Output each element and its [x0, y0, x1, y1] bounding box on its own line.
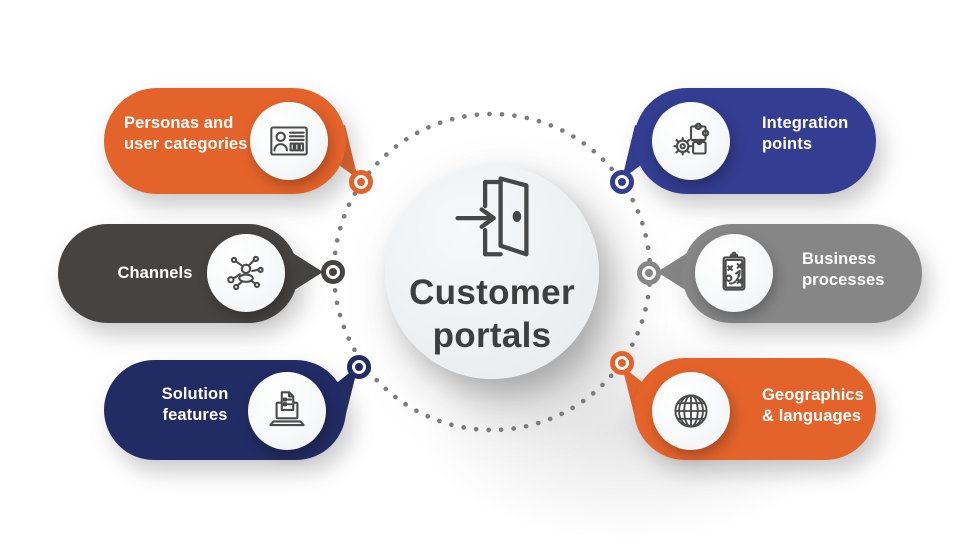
- center-circle: Customer portals: [385, 165, 599, 379]
- bullseye-solution: [347, 355, 371, 379]
- bullseye-channels: [321, 260, 345, 284]
- bubble-channels: Channels: [58, 224, 298, 323]
- bubble-solution: Solution features: [104, 360, 346, 460]
- bullseye-personas: [349, 170, 373, 194]
- id-card-icon: [250, 102, 328, 180]
- door-enter-icon: [455, 176, 529, 257]
- puzzle-gear-icon: [652, 102, 730, 180]
- bubble-personas: Personas and user categories: [104, 88, 346, 194]
- bubble-solution-label: Solution features: [161, 385, 229, 424]
- bubble-integration: Integration points: [634, 88, 876, 194]
- bubble-integration-label: Integration points: [762, 114, 849, 153]
- bullseye-business: [637, 261, 661, 285]
- bubble-channels-label: Channels: [117, 264, 193, 282]
- bubble-geographics-label: Geographics & languages: [762, 386, 864, 425]
- network-hub-icon: [207, 234, 285, 312]
- globe-icon: [652, 372, 730, 450]
- center-title: Customer portals: [409, 273, 575, 355]
- bubble-business: Business processes: [682, 224, 922, 323]
- bubble-business-label: Business processes: [802, 250, 885, 289]
- bullseye-geographics: [610, 351, 634, 375]
- strategy-clipboard-icon: [695, 234, 773, 312]
- bullseye-integration: [610, 170, 634, 194]
- bubble-personas-label: Personas and user categories: [124, 114, 248, 153]
- laptop-document-icon: [248, 372, 326, 450]
- bubble-geographics: Geographics & languages: [634, 358, 876, 460]
